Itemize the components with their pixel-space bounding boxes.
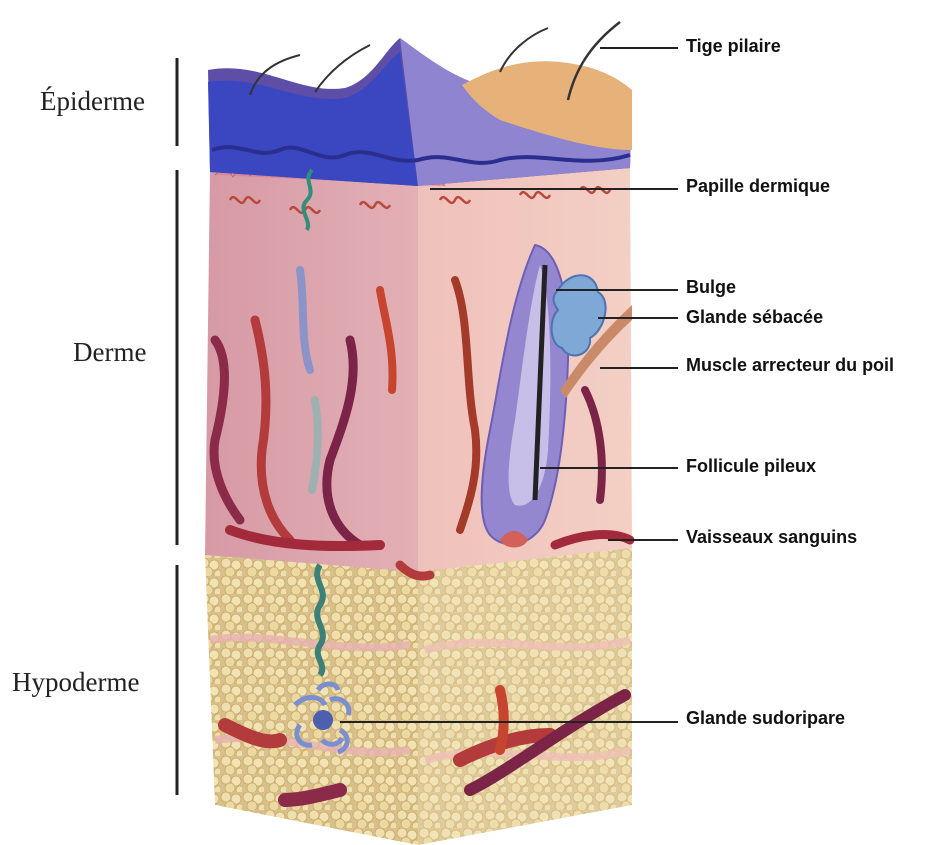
hypodermis-block bbox=[205, 545, 632, 845]
epidermis-block bbox=[208, 22, 632, 186]
callout-sweat-gland: Glande sudoripare bbox=[686, 708, 845, 729]
callout-sebaceous-gland: Glande sébacée bbox=[686, 307, 823, 328]
callout-hair-shaft: Tige pilaire bbox=[686, 36, 781, 57]
callout-dermal-papilla: Papille dermique bbox=[686, 176, 830, 197]
callout-blood-vessels: Vaisseaux sanguins bbox=[686, 527, 857, 548]
callout-hair-follicle: Follicule pileux bbox=[686, 456, 816, 477]
layer-label-hypodermis: Hypoderme bbox=[12, 667, 139, 698]
callout-bulge: Bulge bbox=[686, 277, 736, 298]
layer-label-epidermis: Épiderme bbox=[40, 86, 145, 117]
layer-label-dermis: Derme bbox=[73, 337, 146, 368]
callout-arrector-muscle: Muscle arrecteur du poil bbox=[686, 355, 894, 376]
